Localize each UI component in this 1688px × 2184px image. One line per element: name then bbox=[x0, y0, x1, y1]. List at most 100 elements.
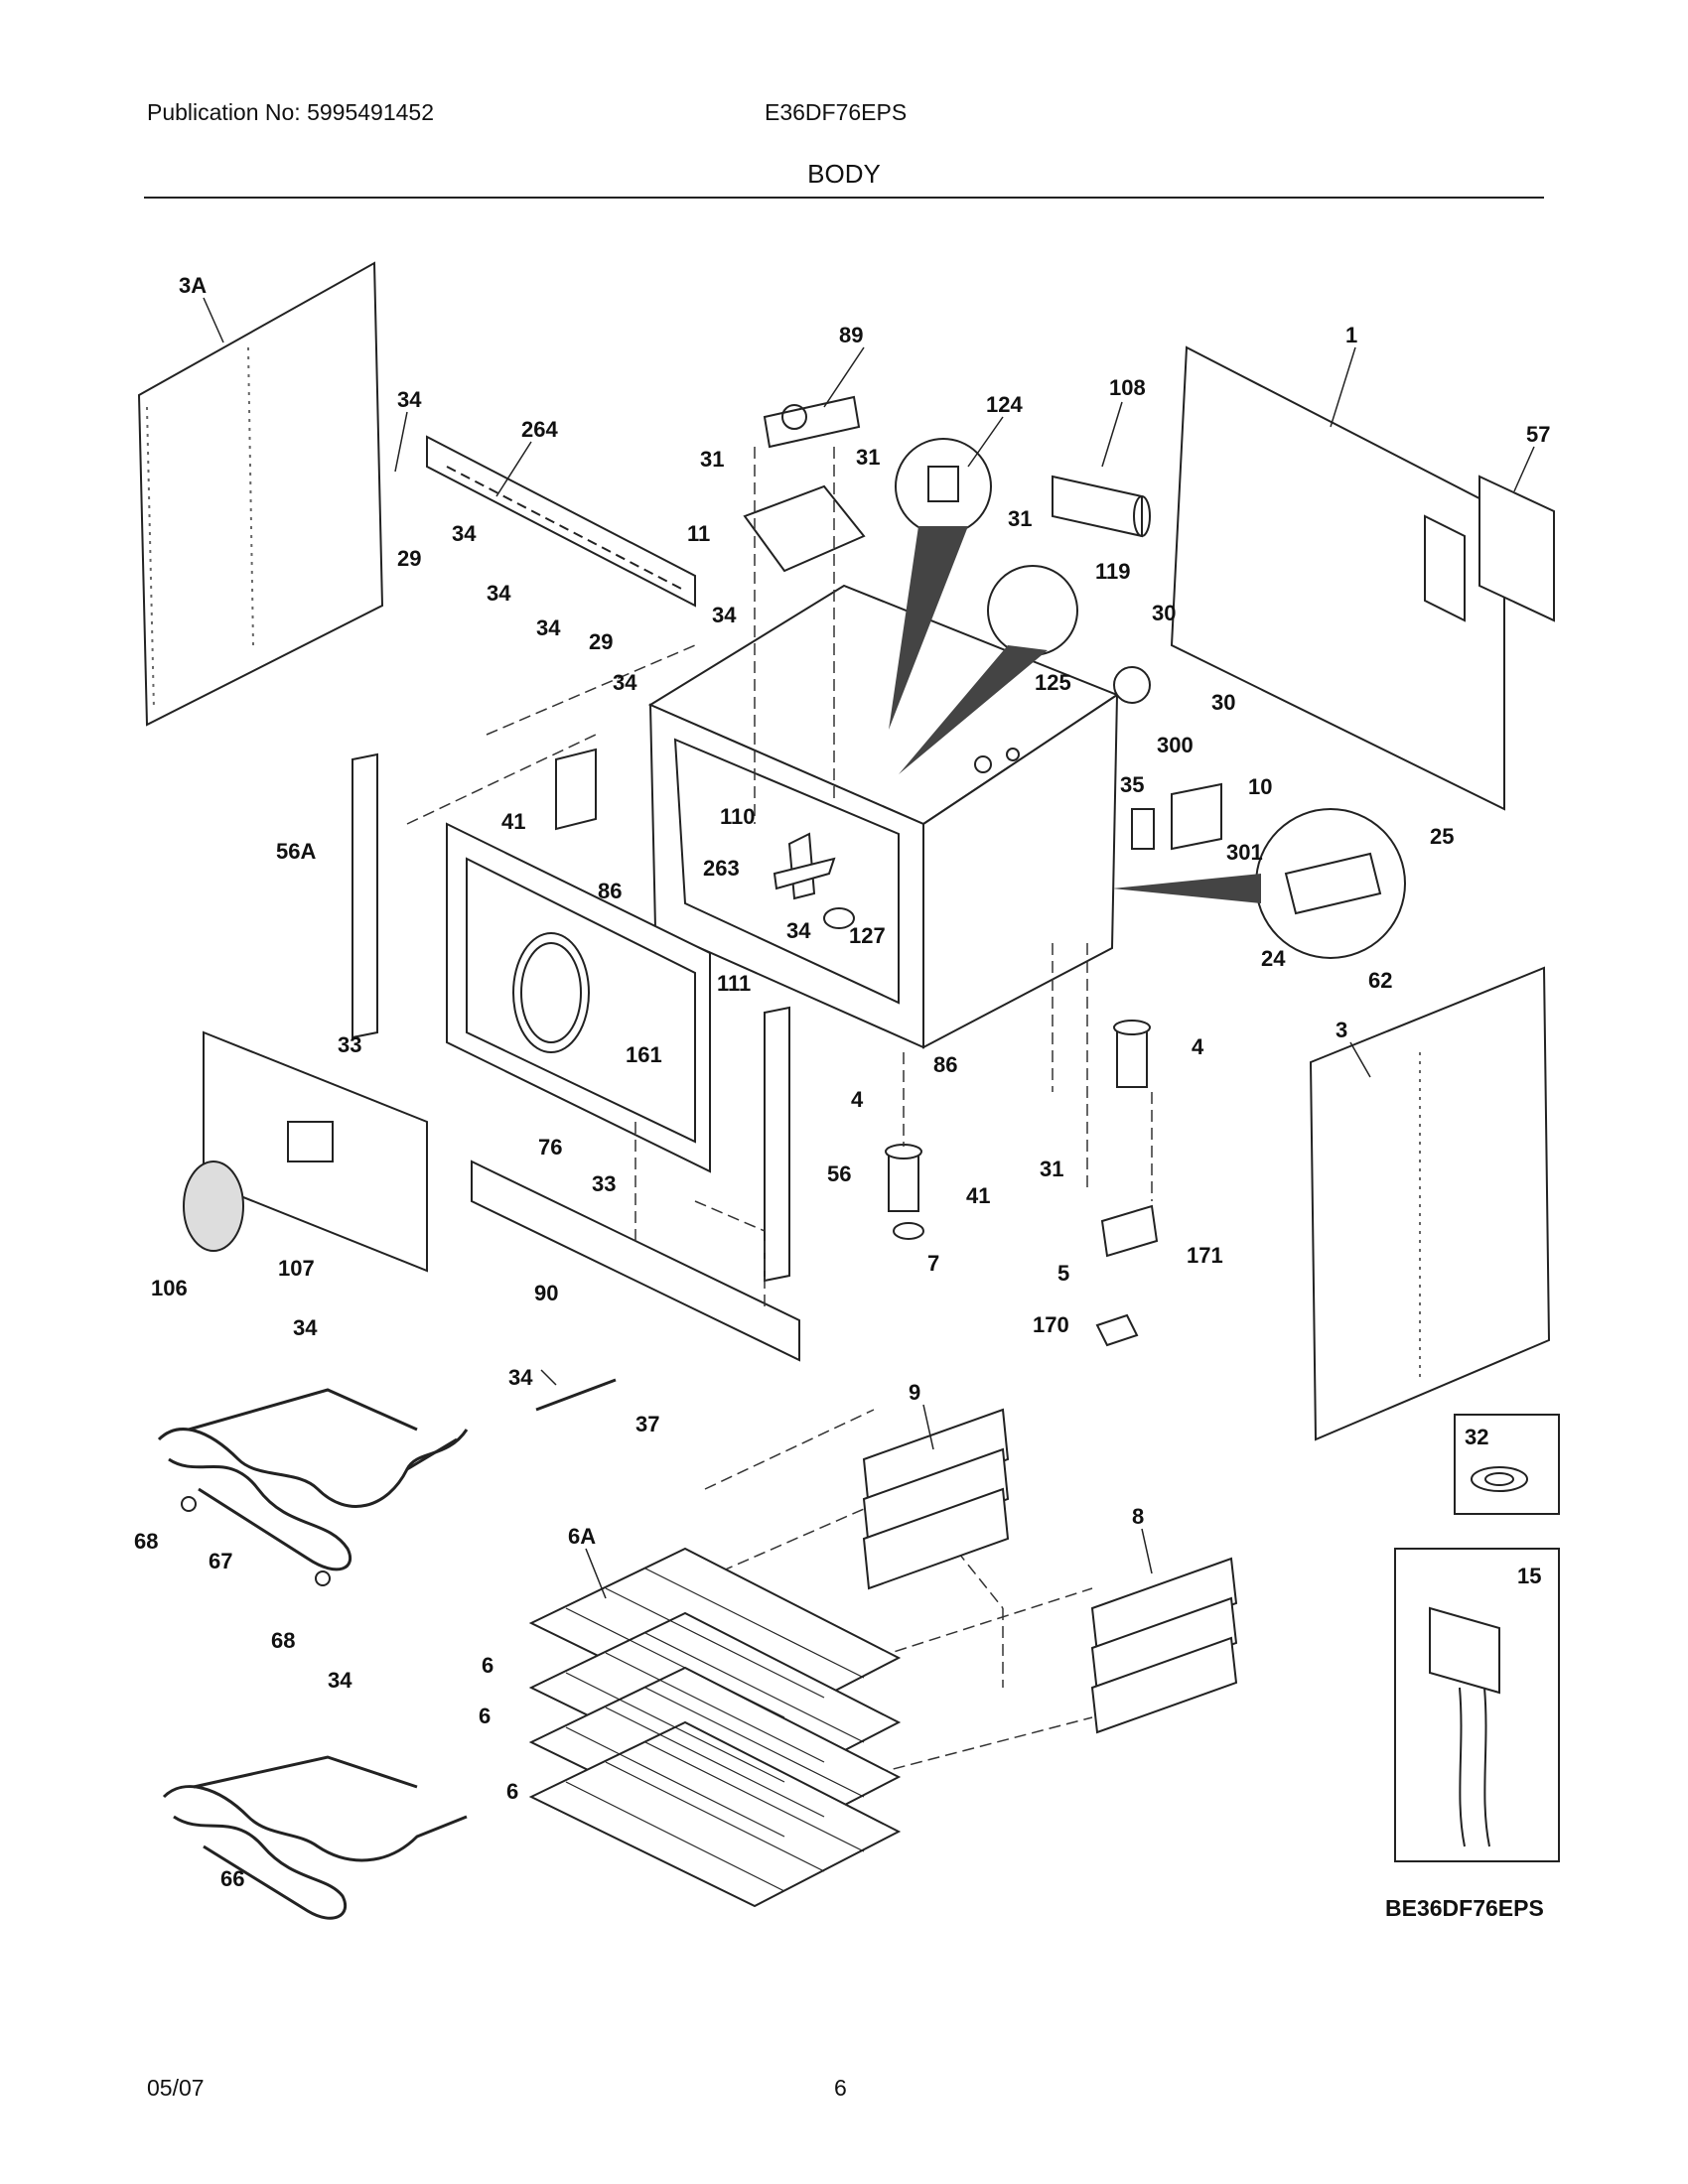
section-title: BODY bbox=[807, 159, 881, 189]
part-label: 9 bbox=[909, 1380, 920, 1405]
part-label: 67 bbox=[209, 1549, 232, 1573]
bracket-11 bbox=[743, 484, 866, 573]
part-label: 34 bbox=[712, 603, 737, 627]
part-label: 30 bbox=[1211, 690, 1235, 715]
inset-box-15 bbox=[1394, 1548, 1560, 1862]
part-label: 6 bbox=[479, 1704, 491, 1728]
part-label: 56A bbox=[276, 839, 316, 864]
part-label: 107 bbox=[278, 1256, 315, 1281]
part-label: 34 bbox=[397, 387, 422, 412]
header-divider bbox=[144, 197, 1544, 199]
part-label: 86 bbox=[598, 879, 622, 903]
oven-racks bbox=[528, 1547, 902, 1908]
part-label: 10 bbox=[1248, 774, 1272, 799]
part-label: 7 bbox=[927, 1251, 939, 1276]
side-trim-56 bbox=[764, 1006, 790, 1283]
part-label: 6A bbox=[568, 1524, 596, 1549]
part-label: 68 bbox=[134, 1529, 158, 1554]
part-label: 106 bbox=[151, 1276, 188, 1300]
part-label: 34 bbox=[293, 1315, 318, 1340]
part-label: 263 bbox=[703, 856, 740, 881]
callout-124 bbox=[889, 438, 992, 730]
part-label: 170 bbox=[1033, 1312, 1069, 1337]
part-label: 34 bbox=[613, 670, 637, 695]
part-label: 110 bbox=[720, 804, 756, 829]
motor-125 bbox=[1113, 666, 1151, 704]
part-label: 62 bbox=[1368, 968, 1392, 993]
part-label: 34 bbox=[328, 1668, 352, 1693]
rear-panel bbox=[1170, 345, 1505, 811]
part-labels: 3A 34 264 29 34 34 34 29 34 34 89 31 31 … bbox=[134, 273, 1550, 1921]
bracket-41 bbox=[555, 748, 597, 831]
part-label: 34 bbox=[452, 521, 477, 546]
plate-170 bbox=[1095, 1313, 1139, 1347]
part-label: 25 bbox=[1430, 824, 1454, 849]
part-label: 264 bbox=[521, 417, 558, 442]
door-frame-76 bbox=[446, 822, 711, 1173]
part-label: 30 bbox=[1152, 601, 1176, 625]
part-label: 31 bbox=[1008, 506, 1032, 531]
part-label: 300 bbox=[1157, 733, 1194, 757]
part-label: 11 bbox=[687, 521, 710, 546]
bracket-89 bbox=[763, 395, 861, 449]
part-label: 31 bbox=[1040, 1157, 1063, 1181]
broil-element-66 bbox=[162, 1755, 468, 1920]
clip-68a bbox=[181, 1496, 197, 1512]
part-label: 24 bbox=[1261, 946, 1286, 971]
footer-date: 05/07 bbox=[147, 2075, 205, 2101]
part-label: 33 bbox=[338, 1032, 361, 1057]
diagram-code: BE36DF76EPS bbox=[1385, 1895, 1544, 1921]
part-label: 66 bbox=[220, 1866, 244, 1891]
part-label: 33 bbox=[592, 1171, 616, 1196]
part-label: 301 bbox=[1226, 840, 1263, 865]
part-label: 6 bbox=[482, 1653, 493, 1678]
side-trim-56a bbox=[352, 752, 378, 1039]
part-label: 15 bbox=[1517, 1564, 1541, 1588]
part-label: 31 bbox=[856, 445, 880, 470]
part-label: 1 bbox=[1345, 323, 1357, 347]
part-label: 119 bbox=[1095, 559, 1131, 584]
part-label: 29 bbox=[589, 629, 613, 654]
rack-supports-9 bbox=[862, 1408, 1010, 1590]
vent-106 bbox=[183, 1160, 244, 1252]
part-label: 127 bbox=[849, 923, 886, 948]
clip-68b bbox=[315, 1570, 331, 1586]
bracket-171 bbox=[1100, 1204, 1159, 1258]
part-label: 89 bbox=[839, 323, 863, 347]
part-label: 90 bbox=[534, 1281, 558, 1305]
part-label: 8 bbox=[1132, 1504, 1144, 1529]
part-label: 6 bbox=[506, 1779, 518, 1804]
model-number: E36DF76EPS bbox=[765, 99, 908, 125]
side-panel-left bbox=[137, 261, 384, 727]
leader-lines bbox=[203, 297, 1535, 1599]
side-panel-right bbox=[1309, 966, 1551, 1441]
part-label: 5 bbox=[1057, 1261, 1069, 1286]
bracket-300 bbox=[1131, 808, 1155, 850]
bracket-301 bbox=[1171, 782, 1222, 851]
callout-119 bbox=[899, 565, 1078, 774]
cover-57 bbox=[1478, 475, 1555, 622]
kick-panel-107 bbox=[203, 1030, 428, 1273]
part-label: 4 bbox=[851, 1087, 864, 1112]
part-label: 4 bbox=[1192, 1034, 1204, 1059]
part-label: 3A bbox=[179, 273, 207, 298]
part-label: 34 bbox=[487, 581, 511, 606]
part-label: 171 bbox=[1187, 1243, 1223, 1268]
control-channel bbox=[426, 435, 696, 608]
fan-blade-110 bbox=[773, 832, 836, 900]
part-label: 37 bbox=[635, 1412, 659, 1436]
part-label: 125 bbox=[1035, 670, 1071, 695]
part-label: 34 bbox=[508, 1365, 533, 1390]
callout-62 bbox=[1112, 808, 1406, 959]
leveler-4-left bbox=[885, 1144, 922, 1212]
leveler-4-right bbox=[1113, 1020, 1151, 1088]
part-label: 124 bbox=[986, 392, 1023, 417]
foot-7 bbox=[893, 1222, 924, 1240]
part-label: 34 bbox=[536, 615, 561, 640]
rack-supports-8 bbox=[1090, 1557, 1238, 1734]
toe-kick-90 bbox=[471, 1160, 800, 1362]
part-label: 111 bbox=[717, 971, 751, 996]
part-label: 76 bbox=[538, 1135, 562, 1160]
page-number: 6 bbox=[834, 2075, 847, 2101]
